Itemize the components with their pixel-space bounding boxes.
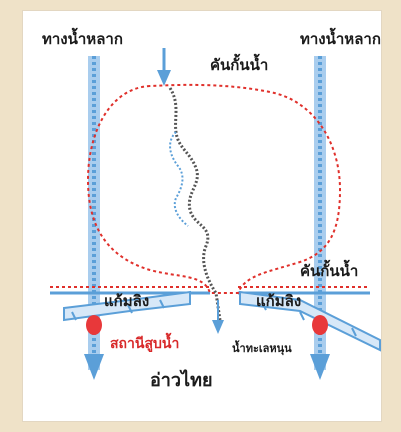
main-river <box>170 88 220 320</box>
down-arrow-icon <box>84 354 104 380</box>
label-floodway-right: ทางน้ำหลาก <box>300 27 381 48</box>
label-monkey-cheek-left: แก้มลิง <box>104 292 149 310</box>
pump-station-icon <box>312 315 328 335</box>
down-arrow-icon <box>310 354 330 380</box>
label-dike-top: คันกั้นน้ำ <box>210 53 268 74</box>
label-pump-station: สถานีสูบน้ำ <box>110 332 179 352</box>
center-outflow <box>212 300 224 334</box>
down-arrow-icon <box>157 70 171 86</box>
label-dike-right: คันกั้นน้ำ <box>300 259 358 280</box>
label-floodway-left: ทางน้ำหลาก <box>42 27 123 48</box>
pump-station-left <box>86 315 102 335</box>
label-monkey-cheek-right: แก้มลิง <box>256 292 301 310</box>
label-gulf: อ่าวไทย <box>150 369 213 391</box>
down-arrow-icon <box>212 320 224 334</box>
label-tide: น้ำทะเลหนุน <box>232 340 292 356</box>
top-inflow <box>157 48 171 86</box>
pump-station-right <box>312 315 328 335</box>
pump-station-icon <box>86 315 102 335</box>
river-branch <box>170 132 188 226</box>
